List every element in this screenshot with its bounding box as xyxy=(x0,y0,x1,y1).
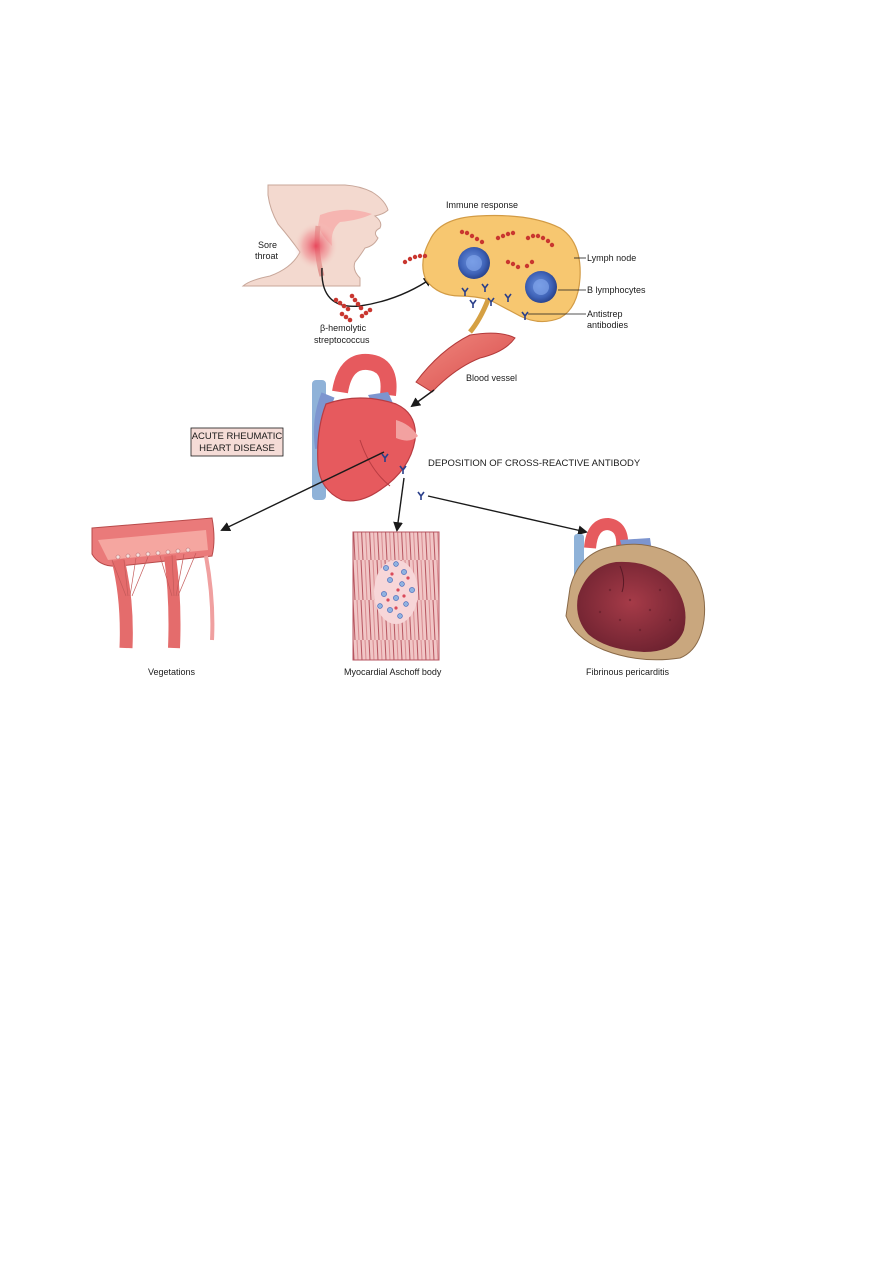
aschoff-body-illustration xyxy=(352,531,440,661)
vegetations-label: Vegetations xyxy=(148,667,196,677)
antistrep-label-2: antibodies xyxy=(587,320,629,330)
b-lymphocyte-cell-1 xyxy=(458,247,490,279)
arrow-to-pericarditis xyxy=(427,495,588,536)
lymph-leader-lines xyxy=(528,257,586,315)
strep-label-2: streptococcus xyxy=(314,335,370,345)
central-heart xyxy=(312,353,418,502)
antistrep-label-1: Antistrep xyxy=(587,309,623,319)
blood-vessel xyxy=(415,332,516,393)
aschoff-label: Myocardial Aschoff body xyxy=(344,667,442,677)
arrow-to-vegetations xyxy=(220,451,385,532)
blood-vessel-label: Blood vessel xyxy=(466,373,517,383)
efferent-lymphatic xyxy=(468,299,491,334)
arrow-to-aschoff xyxy=(393,477,405,532)
strep-label-1: β-hemolytic xyxy=(320,323,367,333)
immune-response-label: Immune response xyxy=(446,200,518,210)
deposition-label: DEPOSITION OF CROSS-REACTIVE ANTIBODY xyxy=(428,458,641,469)
lymph-node xyxy=(422,214,581,323)
bacteria-chains-in-node xyxy=(402,229,555,270)
pericarditis-label: Fibrinous pericarditis xyxy=(586,667,670,677)
throat-inflammation xyxy=(294,222,338,270)
b-lymphocyte-cell-2 xyxy=(525,271,557,303)
vessel-to-heart-arrow xyxy=(410,389,435,408)
valve-vegetations-illustration xyxy=(91,517,215,649)
arhd-label-1: ACUTE RHEUMATIC xyxy=(192,431,283,442)
head-profile-illustration xyxy=(241,184,389,287)
sore-throat-label-2: throat xyxy=(255,251,279,261)
pericarditis-heart-illustration xyxy=(565,517,706,661)
b-lymphocytes-label: B lymphocytes xyxy=(587,285,646,295)
sore-throat-label-1: Sore xyxy=(258,240,277,250)
arhd-label-2: HEART DISEASE xyxy=(199,443,275,454)
antibodies-on-heart xyxy=(381,453,425,500)
lymph-node-label: Lymph node xyxy=(587,253,636,263)
streptococcus-cluster xyxy=(333,293,373,323)
arhd-box xyxy=(190,427,284,457)
antibodies-in-node xyxy=(461,283,529,320)
